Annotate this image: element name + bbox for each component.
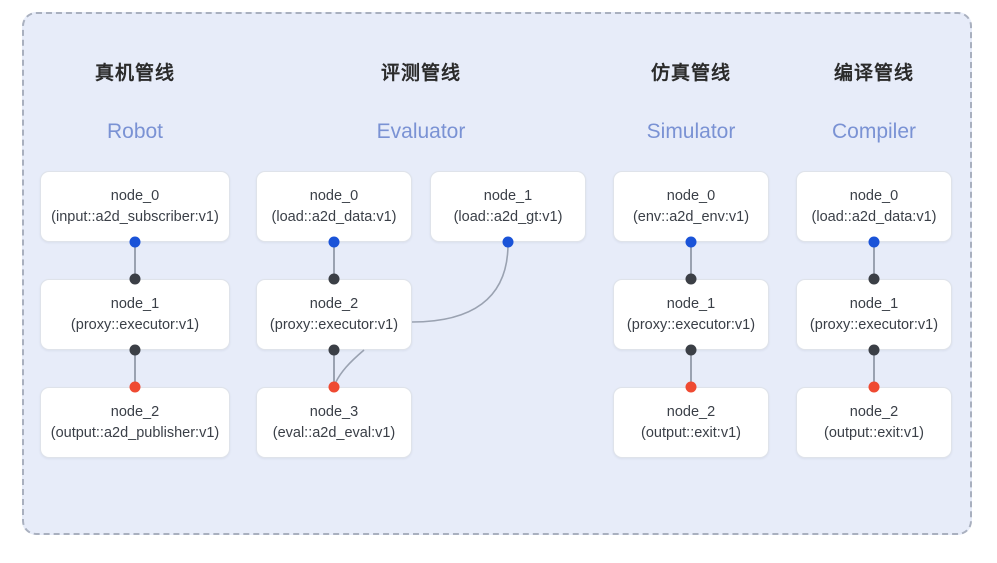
port-evaluator-3-in[interactable] — [328, 381, 340, 393]
node-robot-1-spec: (proxy::executor:v1) — [70, 316, 200, 333]
edge-simulator-0-1 — [690, 242, 692, 278]
port-robot-0-out[interactable] — [129, 236, 141, 248]
edge-simulator-1-2 — [690, 351, 692, 387]
edge-evaluator-0-2 — [333, 242, 335, 278]
port-robot-1-in[interactable] — [129, 273, 141, 285]
node-evaluator-1-spec: (load::a2d_gt:v1) — [453, 208, 563, 225]
node-compiler-1-name: node_1 — [849, 295, 899, 312]
port-evaluator-2-in[interactable] — [328, 273, 340, 285]
node-evaluator-3[interactable]: node_3 (eval::a2d_eval:v1) — [256, 387, 412, 458]
node-evaluator-0-name: node_0 — [309, 187, 359, 204]
node-evaluator-1-name: node_1 — [483, 187, 533, 204]
edge-compiler-0-1 — [873, 242, 875, 278]
node-compiler-2[interactable]: node_2 (output::exit:v1) — [796, 387, 952, 458]
port-evaluator-2-out[interactable] — [328, 344, 340, 356]
edge-robot-1-2 — [134, 351, 136, 387]
node-compiler-1[interactable]: node_1 (proxy::executor:v1) — [796, 279, 952, 350]
node-compiler-2-name: node_2 — [849, 403, 899, 420]
node-robot-0[interactable]: node_0 (input::a2d_subscriber:v1) — [40, 171, 230, 242]
port-simulator-2-in[interactable] — [685, 381, 697, 393]
port-compiler-0-out[interactable] — [868, 236, 880, 248]
node-evaluator-2-name: node_2 — [309, 295, 359, 312]
node-compiler-0-spec: (load::a2d_data:v1) — [811, 208, 937, 225]
port-simulator-1-in[interactable] — [685, 273, 697, 285]
node-compiler-0[interactable]: node_0 (load::a2d_data:v1) — [796, 171, 952, 242]
port-evaluator-1-out[interactable] — [502, 236, 514, 248]
node-simulator-2-name: node_2 — [666, 403, 716, 420]
node-evaluator-0[interactable]: node_0 (load::a2d_data:v1) — [256, 171, 412, 242]
node-simulator-0[interactable]: node_0 (env::a2d_env:v1) — [613, 171, 769, 242]
node-simulator-1[interactable]: node_1 (proxy::executor:v1) — [613, 279, 769, 350]
node-simulator-1-spec: (proxy::executor:v1) — [626, 316, 756, 333]
node-evaluator-2-spec: (proxy::executor:v1) — [269, 316, 399, 333]
node-robot-1[interactable]: node_1 (proxy::executor:v1) — [40, 279, 230, 350]
node-compiler-2-spec: (output::exit:v1) — [824, 424, 924, 441]
node-evaluator-3-name: node_3 — [309, 403, 359, 420]
port-robot-1-out[interactable] — [129, 344, 141, 356]
edge-compiler-1-2 — [873, 351, 875, 387]
node-robot-1-name: node_1 — [110, 295, 160, 312]
port-evaluator-0-out[interactable] — [328, 236, 340, 248]
port-compiler-1-out[interactable] — [868, 344, 880, 356]
node-robot-2-spec: (output::a2d_publisher:v1) — [50, 424, 220, 441]
node-evaluator-0-spec: (load::a2d_data:v1) — [271, 208, 397, 225]
node-compiler-0-name: node_0 — [849, 187, 899, 204]
node-compiler-1-spec: (proxy::executor:v1) — [809, 316, 939, 333]
node-simulator-2[interactable]: node_2 (output::exit:v1) — [613, 387, 769, 458]
port-compiler-2-in[interactable] — [868, 381, 880, 393]
node-evaluator-1[interactable]: node_1 (load::a2d_gt:v1) — [430, 171, 586, 242]
port-compiler-1-in[interactable] — [868, 273, 880, 285]
node-robot-2-name: node_2 — [110, 403, 160, 420]
port-simulator-1-out[interactable] — [685, 344, 697, 356]
edge-robot-0-1 — [134, 242, 136, 278]
node-evaluator-2[interactable]: node_2 (proxy::executor:v1) — [256, 279, 412, 350]
node-robot-0-name: node_0 — [110, 187, 160, 204]
node-simulator-0-spec: (env::a2d_env:v1) — [632, 208, 750, 225]
port-simulator-0-out[interactable] — [685, 236, 697, 248]
node-simulator-1-name: node_1 — [666, 295, 716, 312]
node-simulator-0-name: node_0 — [666, 187, 716, 204]
node-robot-2[interactable]: node_2 (output::a2d_publisher:v1) — [40, 387, 230, 458]
port-robot-2-in[interactable] — [129, 381, 141, 393]
node-simulator-2-spec: (output::exit:v1) — [641, 424, 741, 441]
node-robot-0-spec: (input::a2d_subscriber:v1) — [51, 208, 219, 225]
node-evaluator-3-spec: (eval::a2d_eval:v1) — [272, 424, 396, 441]
